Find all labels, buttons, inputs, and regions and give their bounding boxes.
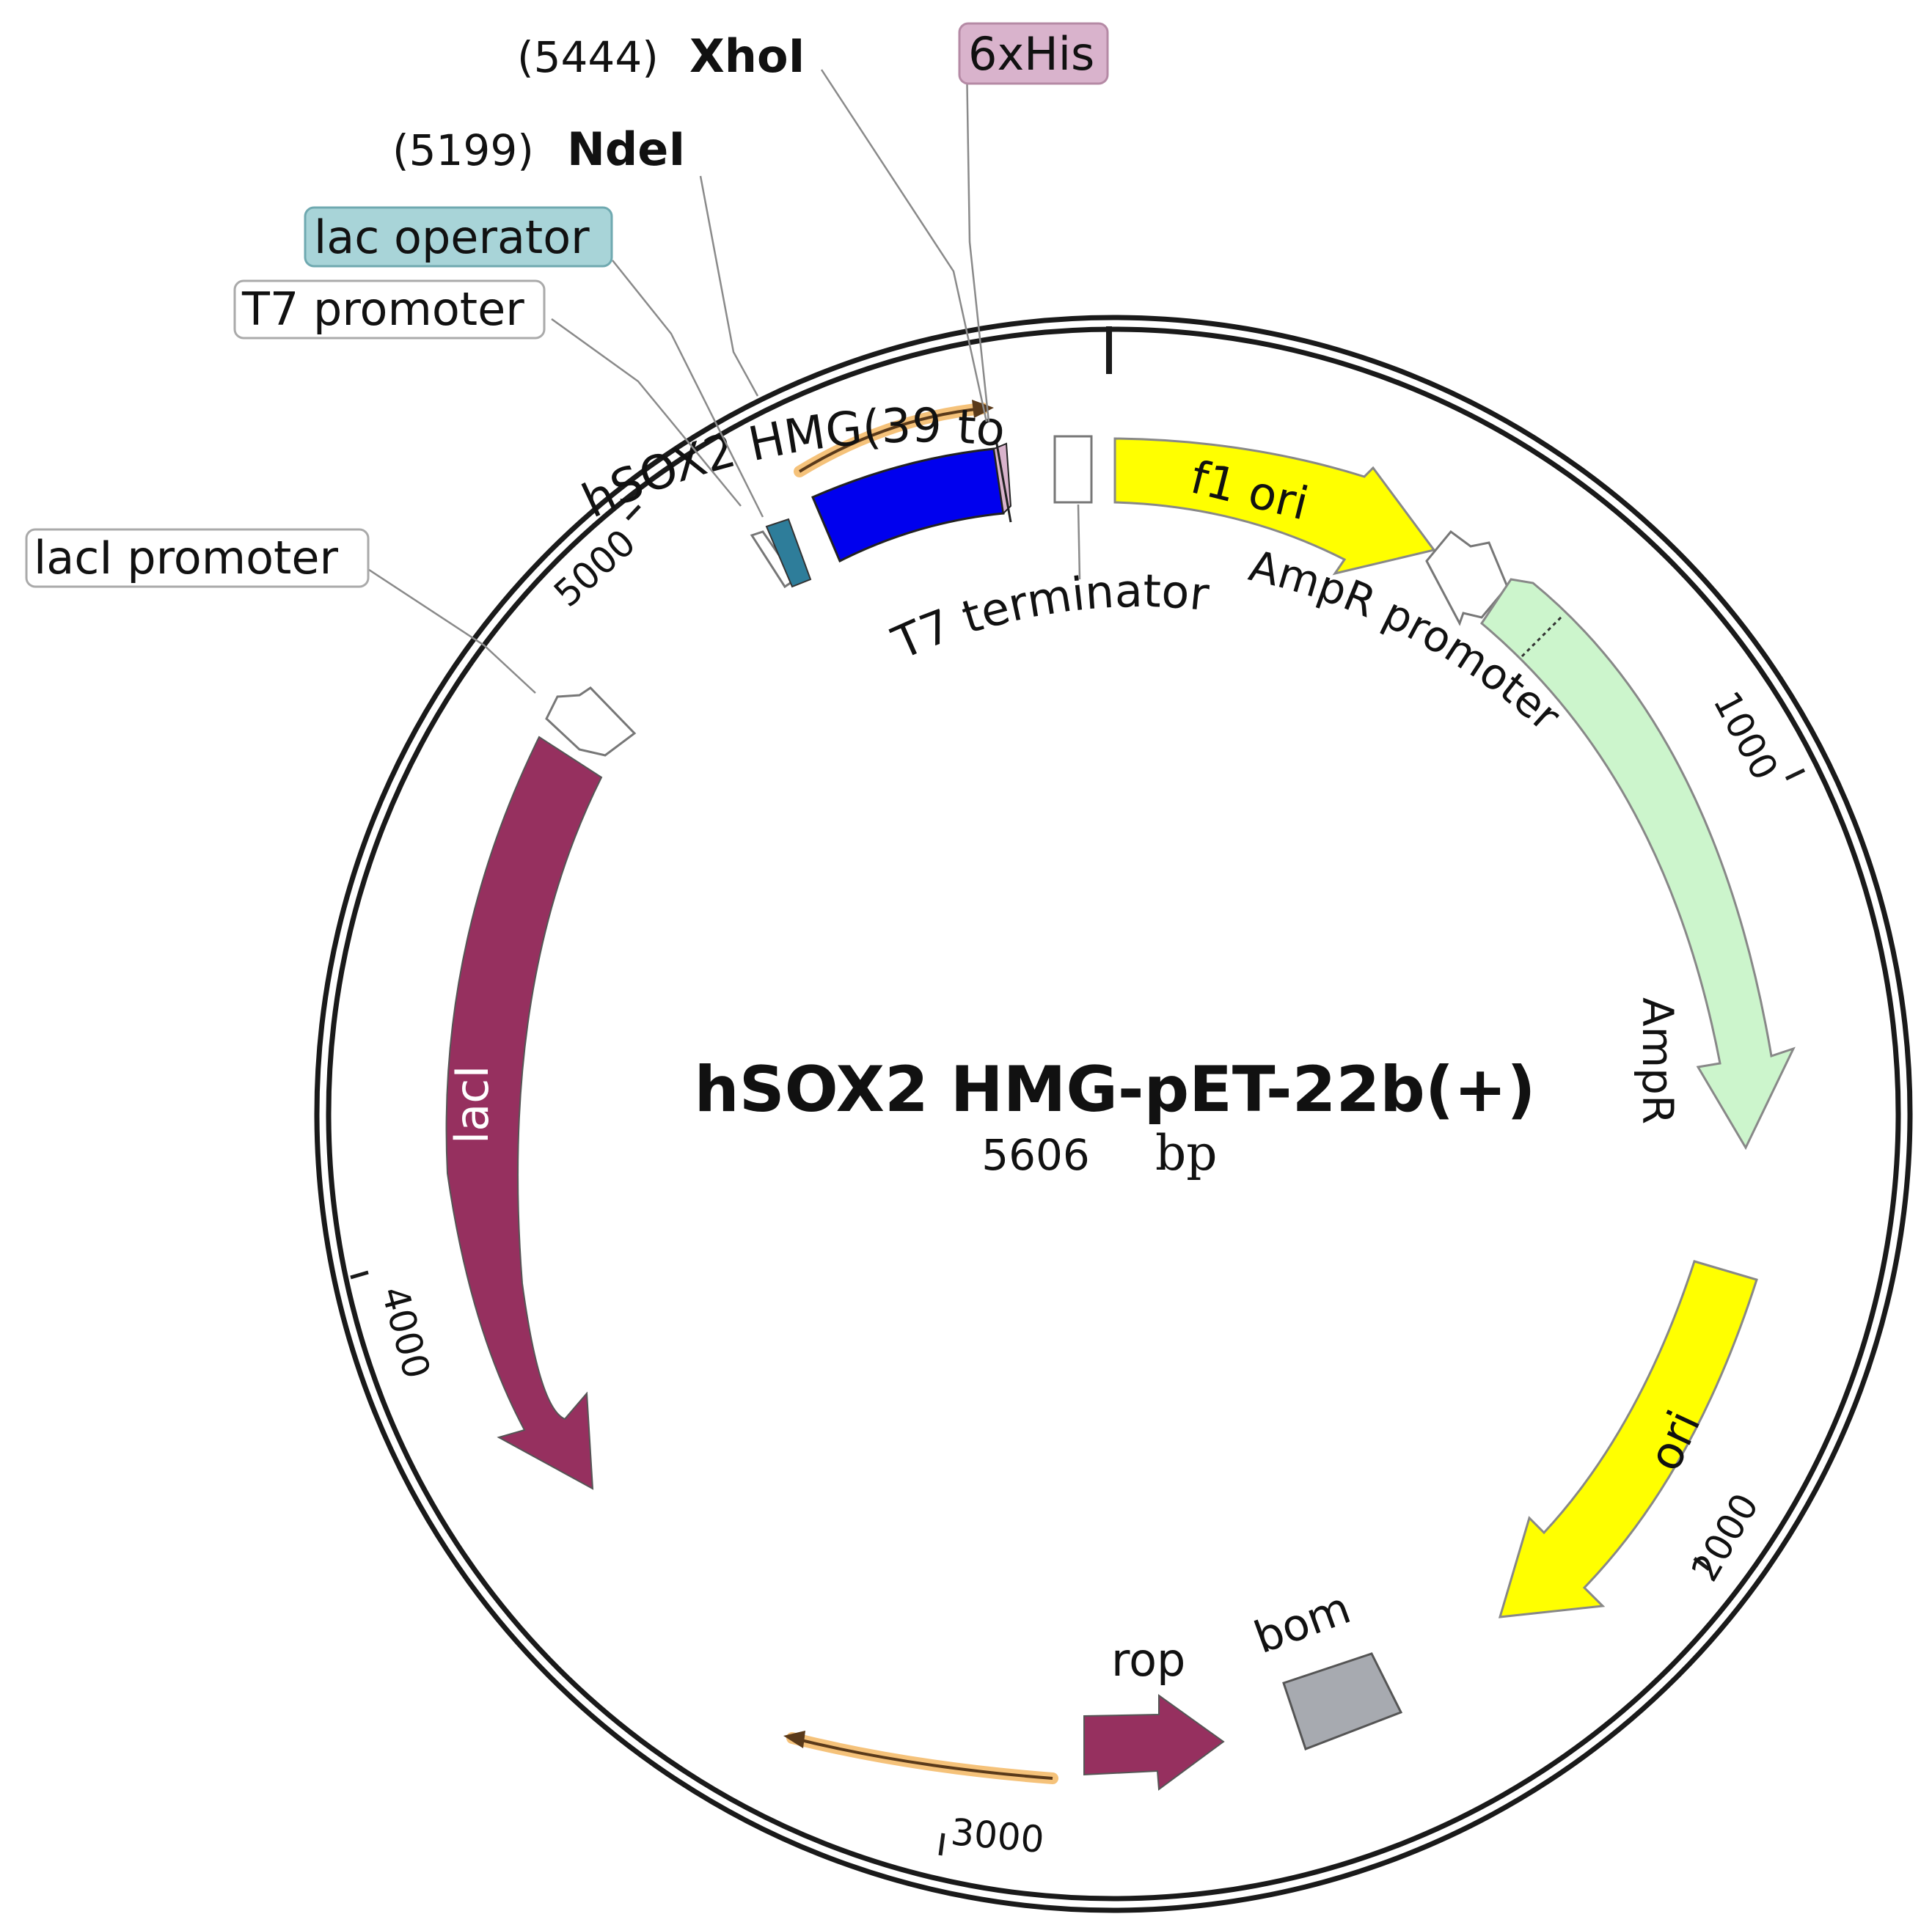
his-tag-label: 6xHis <box>968 27 1094 81</box>
tick-label-4000: 4000 <box>373 1282 438 1383</box>
ndei-name: NdeI <box>567 122 685 176</box>
t7-terminator-label: T7 terminator <box>884 564 1212 670</box>
laci-label: lacI <box>445 1065 499 1144</box>
rop-feature <box>1083 1694 1225 1791</box>
lac-operator-feature <box>765 518 812 588</box>
backbone <box>314 315 1913 1913</box>
orf-arrow-bottom-line <box>791 1737 1053 1780</box>
ndei-site: (5199) NdeI <box>392 122 685 176</box>
bom-label: bom <box>1248 1583 1357 1664</box>
rop-label: rop <box>1111 1633 1185 1687</box>
tick-3000: 3000 <box>938 1811 1046 1861</box>
ampr-feature <box>1480 578 1796 1151</box>
tick-label-3000: 3000 <box>949 1811 1046 1861</box>
tick-1000: 1000 <box>1705 684 1806 787</box>
ndei-position: (5199) <box>392 125 534 175</box>
xhoi-position: (5444) <box>517 32 659 82</box>
orf-arrow-bottom <box>786 1732 1058 1784</box>
t7-promoter-label: T7 promoter <box>241 282 524 336</box>
xhoi-name: XhoI <box>689 29 805 83</box>
t7-promoter-callout: T7 promoter <box>233 279 546 340</box>
insert-end-mark <box>995 439 1012 523</box>
t7-terminator-feature <box>1053 435 1093 504</box>
bom-feature <box>1282 1652 1403 1750</box>
tick-label-1000: 1000 <box>1705 684 1786 787</box>
lac-operator-label: lac operator <box>314 210 590 264</box>
laci-promoter-feature <box>545 686 637 757</box>
laci-promoter-callout: lacI promoter <box>25 528 370 588</box>
lac-operator-callout: lac operator <box>304 206 613 268</box>
ampr-label: AmpR <box>1633 997 1683 1124</box>
orf-arrow-top-line <box>798 407 984 473</box>
ampr-signal-divider <box>1521 615 1564 658</box>
orf-arrow-bottom-head <box>783 1731 805 1748</box>
plasmid-title: hSOX2 HMG-pET-22b(+) <box>694 1053 1535 1126</box>
f1-ori-feature <box>1113 437 1436 576</box>
laci-feature <box>445 736 603 1490</box>
tick-2000: 2000 <box>1683 1486 1767 1588</box>
tick-label-5000: 5000 <box>546 521 643 615</box>
insert-feature <box>811 447 1005 563</box>
ori-feature <box>1498 1260 1758 1618</box>
laci-promoter-label: lacI promoter <box>34 531 338 584</box>
his-tag-callout: 6xHis <box>958 22 1109 85</box>
plasmid-length: 5606 <box>981 1130 1090 1180</box>
plasmid-length-unit: bp <box>1155 1125 1218 1181</box>
xhoi-site: (5444) XhoI <box>517 29 805 83</box>
tick-4000: 4000 <box>350 1270 438 1383</box>
tick-label-2000: 2000 <box>1683 1486 1767 1588</box>
